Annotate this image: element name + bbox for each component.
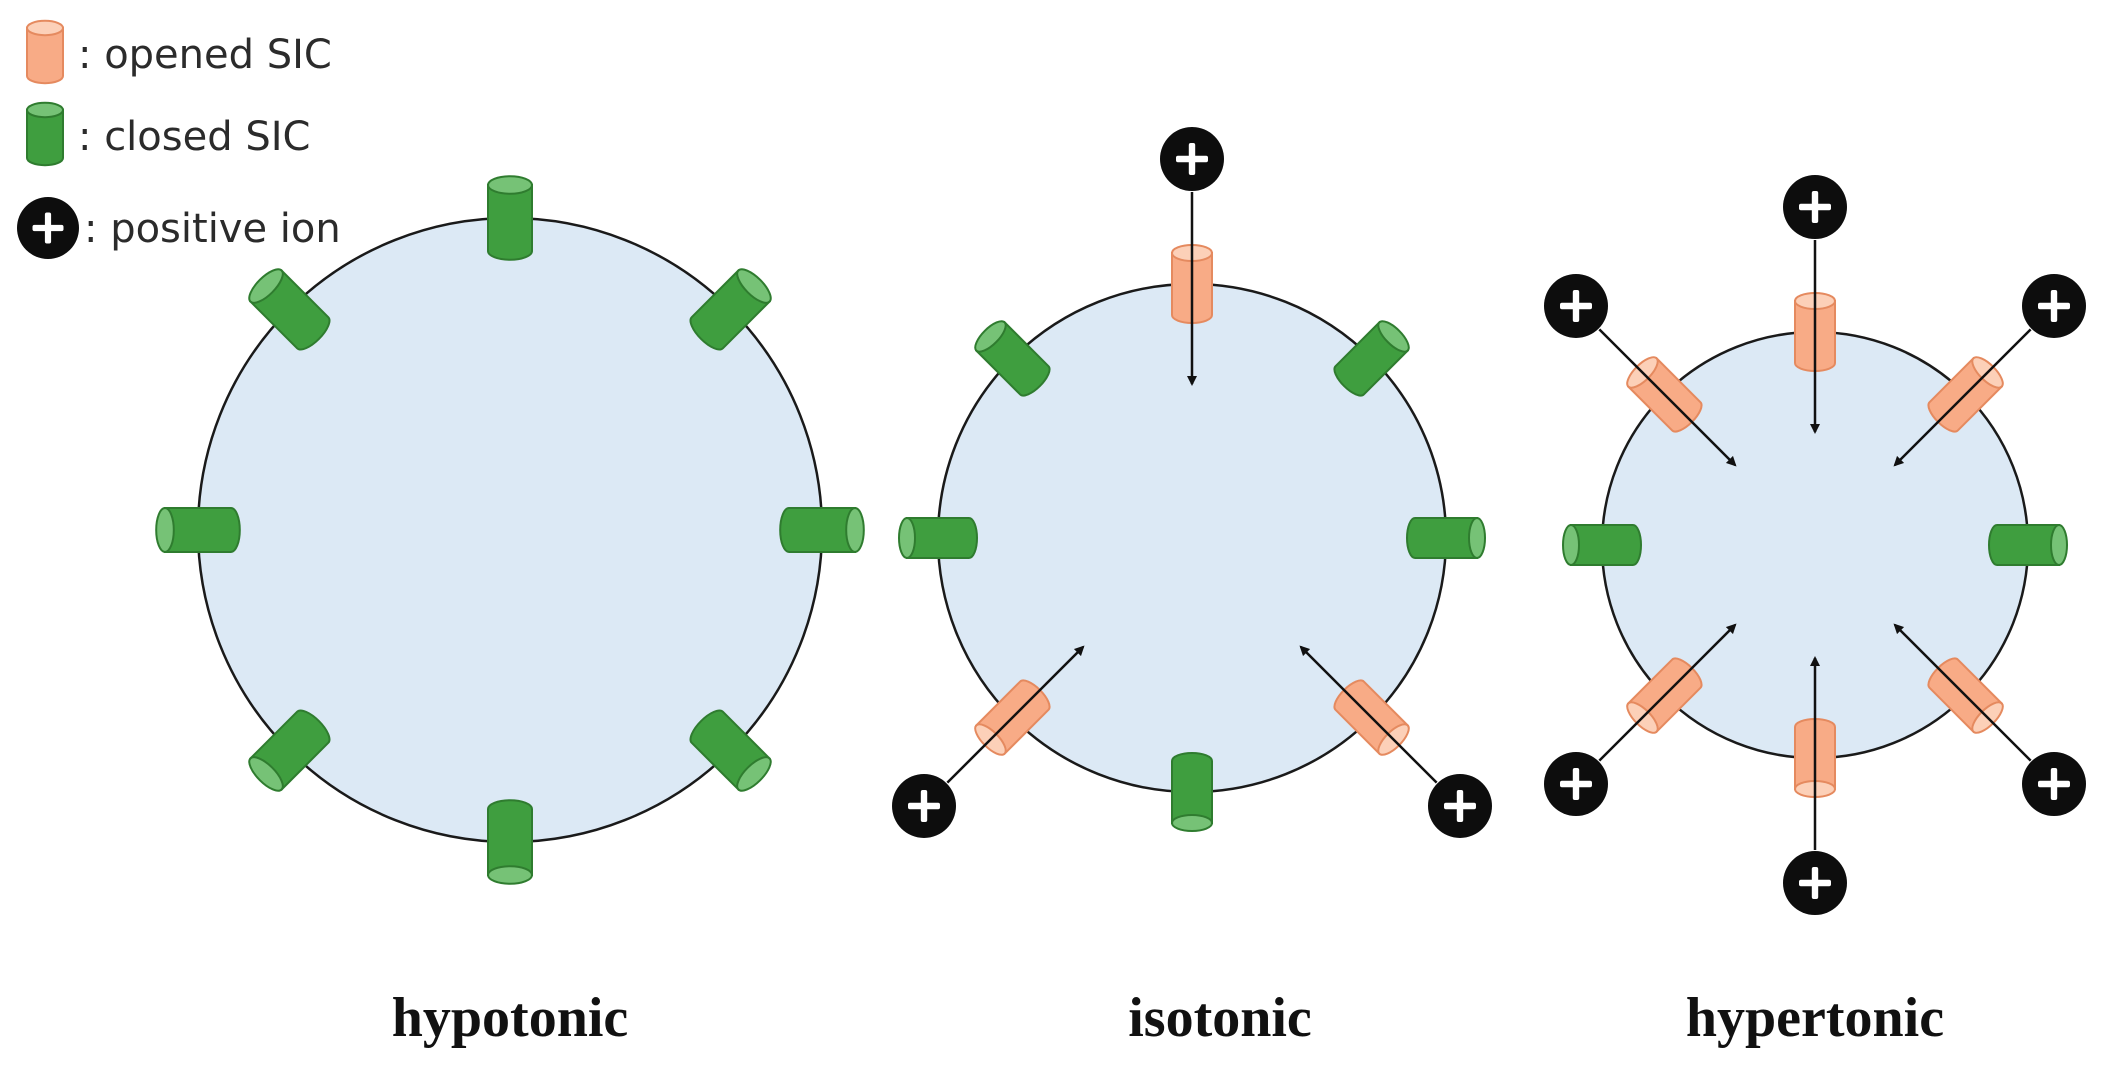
positive-ion-top-left (1543, 273, 1608, 338)
channel-top-right-closed (1333, 320, 1410, 397)
channel-left-closed (1562, 524, 1642, 566)
channel-bottom-closed (1171, 752, 1213, 832)
legend: : opened SIC : closed SIC : positive ion (17, 19, 341, 259)
cell-hypotonic (155, 175, 865, 885)
positive-ion-bottom-left (1543, 752, 1608, 817)
legend-closed-sic (26, 101, 64, 167)
positive-ion-bottom-right (2022, 752, 2087, 817)
positive-ion-bottom (1783, 851, 1847, 915)
influx-arrow-bottom-right (1893, 623, 2032, 762)
channel-top-right-closed (689, 268, 772, 351)
cell-isotonic (892, 127, 1492, 838)
legend-ion-label: : positive ion (84, 206, 341, 252)
positive-ion-bottom-right (1427, 773, 1492, 838)
legend-closed-label: : closed SIC (78, 114, 310, 160)
label-isotonic: isotonic (1128, 987, 1312, 1049)
influx-arrow-top-right (1893, 328, 2032, 467)
channel-right-closed (1988, 524, 2068, 566)
positive-ion-top-right (2022, 273, 2087, 338)
channel-bottom-right-closed (689, 709, 772, 792)
influx-arrow-bottom-right (1299, 645, 1438, 784)
influx-arrow-bottom-left (1598, 623, 1737, 762)
closed-sic-icon (26, 101, 64, 167)
influx-arrow-top-left (1598, 328, 1737, 467)
opened-sic-icon (26, 19, 64, 85)
cell-hypertonic (1543, 175, 2087, 915)
label-hypotonic: hypotonic (392, 987, 629, 1049)
positive-ion-bottom-left (892, 773, 957, 838)
cells-layer (155, 127, 2087, 915)
channel-right-closed (779, 507, 865, 553)
channel-bottom-left-closed (248, 709, 331, 792)
channel-right-closed (1406, 517, 1486, 559)
legend-opened-sic (26, 19, 64, 85)
channel-left-closed (898, 517, 978, 559)
positive-ion-icon (17, 197, 79, 259)
positive-ion-top (1783, 175, 1847, 239)
channel-top-closed (487, 175, 533, 261)
influx-arrow-bottom-left (946, 645, 1085, 784)
channel-bottom-closed (487, 799, 533, 885)
channel-left-closed (155, 507, 241, 553)
channel-top-left-closed (974, 320, 1051, 397)
legend-positive-ion (17, 197, 79, 259)
legend-opened-label: : opened SIC (78, 32, 332, 78)
positive-ion-top (1160, 127, 1224, 191)
label-hypertonic: hypertonic (1686, 987, 1944, 1049)
channel-top-left-closed (248, 268, 331, 351)
